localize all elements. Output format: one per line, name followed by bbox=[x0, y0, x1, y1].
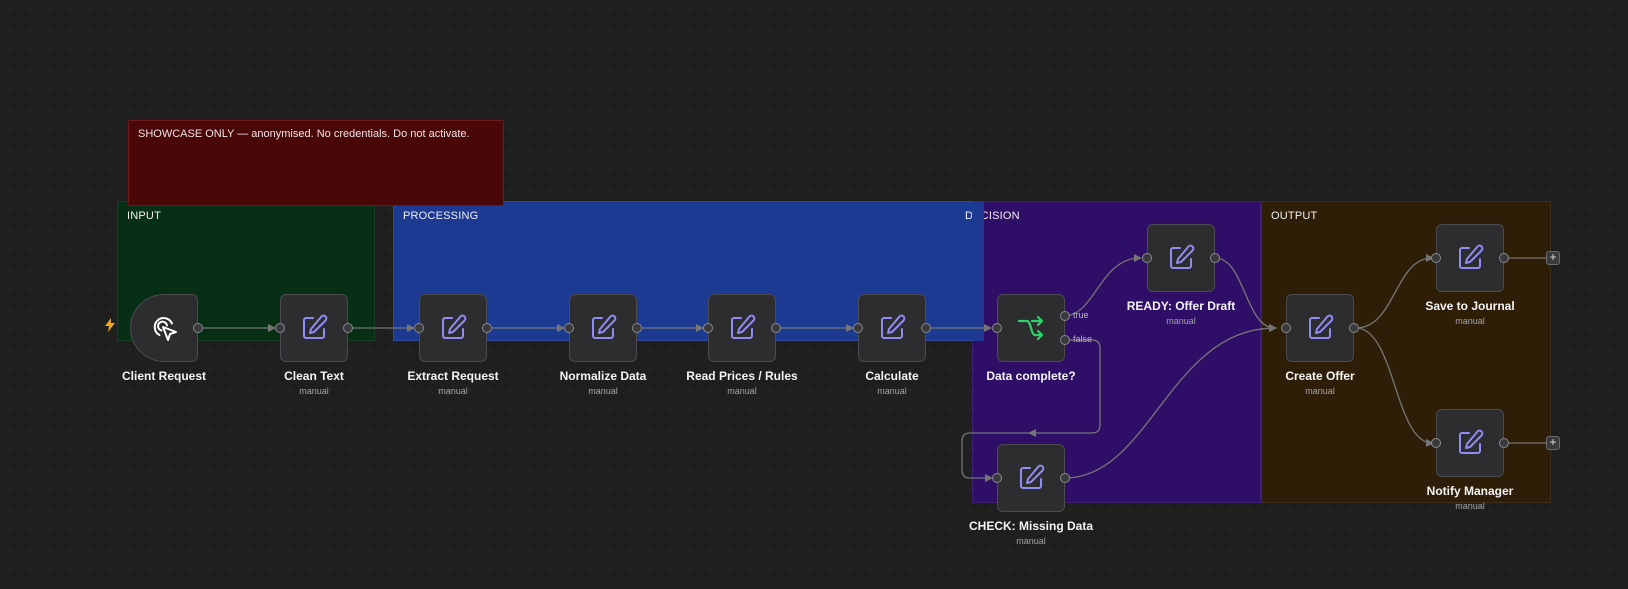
edit-icon bbox=[1170, 244, 1195, 269]
save-to-journal-subtitle: manual bbox=[1455, 316, 1485, 326]
save-to-journal-title: Save to Journal bbox=[1425, 299, 1515, 313]
normalize-data-title: Normalize Data bbox=[559, 369, 647, 383]
node-calculate[interactable] bbox=[853, 294, 931, 362]
data-complete-title: Data complete? bbox=[986, 369, 1076, 383]
normalize-data-input-port[interactable] bbox=[564, 323, 574, 333]
calculate-title: Calculate bbox=[865, 369, 919, 383]
edit-icon bbox=[1459, 429, 1484, 454]
node-notify-manager[interactable] bbox=[1431, 409, 1509, 477]
data-complete-false-port[interactable] bbox=[1060, 335, 1070, 345]
note-text: SHOWCASE ONLY — anonymised. No credentia… bbox=[138, 128, 470, 140]
trigger-bolt-icon bbox=[105, 318, 115, 332]
extract-request-title: Extract Request bbox=[407, 369, 499, 383]
create-offer-title: Create Offer bbox=[1285, 369, 1355, 383]
extract-request-input-port[interactable] bbox=[414, 323, 424, 333]
clean-text-subtitle: manual bbox=[299, 386, 329, 396]
extract-request-subtitle: manual bbox=[438, 386, 468, 396]
clean-text-title: Clean Text bbox=[284, 369, 344, 383]
data-complete-input-port[interactable] bbox=[992, 323, 1002, 333]
notify-manager-subtitle: manual bbox=[1455, 501, 1485, 511]
group-processing-label: PROCESSING bbox=[403, 210, 479, 222]
read-prices-output-port[interactable] bbox=[771, 323, 781, 333]
check-missing-data-title: CHECK: Missing Data bbox=[968, 519, 1093, 533]
clean-text-output-port[interactable] bbox=[343, 323, 353, 333]
add-node-after-notify-button[interactable]: + bbox=[1546, 436, 1560, 450]
edit-icon bbox=[731, 314, 756, 339]
save-to-journal-output-port[interactable] bbox=[1499, 253, 1509, 263]
extract-request-output-port[interactable] bbox=[482, 323, 492, 333]
normalize-data-output-port[interactable] bbox=[632, 323, 642, 333]
create-offer-subtitle: manual bbox=[1305, 386, 1335, 396]
normalize-data-subtitle: manual bbox=[588, 386, 618, 396]
client-request-output-port[interactable] bbox=[193, 323, 203, 333]
clean-text-input-port[interactable] bbox=[275, 323, 285, 333]
group-output-label: OUTPUT bbox=[1271, 210, 1318, 222]
ready-offer-draft-subtitle: manual bbox=[1166, 316, 1196, 326]
read-prices-title: Read Prices / Rules bbox=[686, 369, 798, 383]
notify-manager-title: Notify Manager bbox=[1426, 484, 1514, 498]
node-client-request[interactable] bbox=[130, 294, 203, 362]
showcase-note[interactable]: SHOWCASE ONLY — anonymised. No credentia… bbox=[128, 120, 504, 206]
group-processing-overlap bbox=[972, 201, 984, 341]
client-request-title: Client Request bbox=[121, 369, 206, 383]
data-complete-true-port[interactable] bbox=[1060, 311, 1070, 321]
edit-icon bbox=[1020, 464, 1045, 489]
create-offer-input-port[interactable] bbox=[1281, 323, 1291, 333]
create-offer-output-port[interactable] bbox=[1349, 323, 1359, 333]
edit-icon bbox=[592, 314, 617, 339]
branch-icon bbox=[1017, 315, 1044, 341]
node-save-to-journal[interactable] bbox=[1431, 224, 1509, 292]
notify-manager-input-port[interactable] bbox=[1431, 438, 1441, 448]
node-ready-offer-draft[interactable] bbox=[1142, 224, 1220, 292]
notify-manager-output-port[interactable] bbox=[1499, 438, 1509, 448]
node-create-offer[interactable] bbox=[1281, 294, 1359, 362]
check-missing-data-input-port[interactable] bbox=[992, 473, 1002, 483]
check-missing-data-subtitle: manual bbox=[1016, 536, 1046, 546]
cursor-click-icon bbox=[153, 317, 177, 341]
node-extract-request[interactable] bbox=[414, 294, 492, 362]
false-branch-label: false bbox=[1073, 334, 1093, 344]
calculate-output-port[interactable] bbox=[921, 323, 931, 333]
true-branch-label: true bbox=[1073, 310, 1089, 320]
read-prices-input-port[interactable] bbox=[703, 323, 713, 333]
node-read-prices-rules[interactable] bbox=[703, 294, 781, 362]
check-missing-data-output-port[interactable] bbox=[1060, 473, 1070, 483]
read-prices-subtitle: manual bbox=[727, 386, 757, 396]
ready-offer-draft-input-port[interactable] bbox=[1142, 253, 1152, 263]
ready-offer-draft-output-port[interactable] bbox=[1210, 253, 1220, 263]
edit-icon bbox=[881, 314, 906, 339]
edit-icon bbox=[303, 314, 328, 339]
edit-icon bbox=[442, 314, 467, 339]
edit-icon bbox=[1309, 314, 1334, 339]
calculate-input-port[interactable] bbox=[853, 323, 863, 333]
edit-icon bbox=[1459, 244, 1484, 269]
node-data-complete[interactable] bbox=[992, 294, 1070, 362]
ready-offer-draft-title: READY: Offer Draft bbox=[1126, 299, 1236, 313]
calculate-subtitle: manual bbox=[877, 386, 907, 396]
add-node-after-save-button[interactable]: + bbox=[1546, 251, 1560, 265]
node-check-missing-data[interactable] bbox=[992, 444, 1070, 512]
save-to-journal-input-port[interactable] bbox=[1431, 253, 1441, 263]
node-normalize-data[interactable] bbox=[564, 294, 642, 362]
group-input-label: INPUT bbox=[127, 210, 161, 222]
node-clean-text[interactable] bbox=[275, 294, 353, 362]
